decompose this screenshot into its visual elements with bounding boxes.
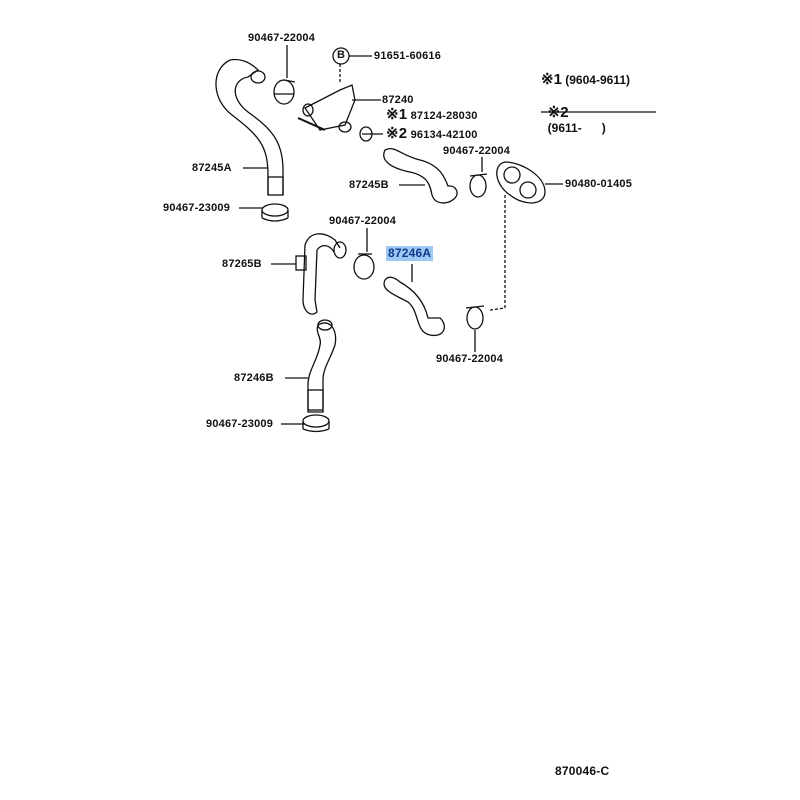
part-label-hose-87246a-selected[interactable]: 87246A: [386, 246, 434, 261]
bolt-callout-circle: [332, 47, 350, 65]
part-label-valve[interactable]: 87240: [382, 94, 414, 106]
hose-87246b-drawing: [307, 319, 337, 413]
legend-row-1: ※1 (9604-9611): [541, 70, 630, 88]
part-label-variant1[interactable]: 87124-28030: [410, 110, 478, 122]
legend-range-1: (9604-9611): [565, 73, 630, 87]
part-label-variant2[interactable]: 96134-42100: [410, 129, 478, 141]
diagram-code: 870046-C: [555, 764, 610, 778]
clamps-drawing: [261, 79, 488, 433]
part-label-hose-87245a[interactable]: 87245A: [192, 162, 232, 174]
legend-mark-1: ※1: [541, 71, 562, 88]
hose-87246a-drawing: [383, 276, 445, 337]
grommet-drawing: [496, 161, 546, 204]
part-label-hose-87246b[interactable]: 87246B: [234, 372, 274, 384]
leader-lines: [239, 45, 656, 425]
legend-row-2: ※2 (9611- ): [541, 89, 606, 135]
part-label-clamp-left-upper[interactable]: 90467-23009: [163, 202, 231, 214]
part-label-hose-87265b[interactable]: 87265B: [222, 258, 262, 270]
hose-87265b-drawing: [302, 233, 347, 315]
part-label-clamp-lower-right[interactable]: 90467-22004: [436, 353, 504, 365]
part-label-bolt[interactable]: 91651-60616: [374, 50, 442, 62]
legend-range-2: (9611- ): [547, 121, 606, 135]
legend-mark-2: ※2: [547, 104, 569, 121]
part-label-clamp-top[interactable]: 90467-22004: [248, 32, 316, 44]
bolt-callout-letter: B: [337, 49, 346, 61]
part-label-clamp-mid-right[interactable]: 90467-22004: [443, 145, 511, 157]
valve-87240-drawing: [297, 84, 356, 133]
part-label-hose-87245b[interactable]: 87245B: [349, 179, 389, 191]
variant1-mark: ※1: [386, 106, 408, 123]
part-label-grommet[interactable]: 90480-01405: [565, 178, 633, 190]
variant2-mark: ※2: [386, 125, 408, 142]
hose-87245a-drawing: [215, 58, 284, 196]
part-label-clamp-left-lower[interactable]: 90467-23009: [206, 418, 274, 430]
hose-87245b-drawing: [383, 148, 458, 204]
part-label-clamp-center[interactable]: 90467-22004: [329, 215, 397, 227]
